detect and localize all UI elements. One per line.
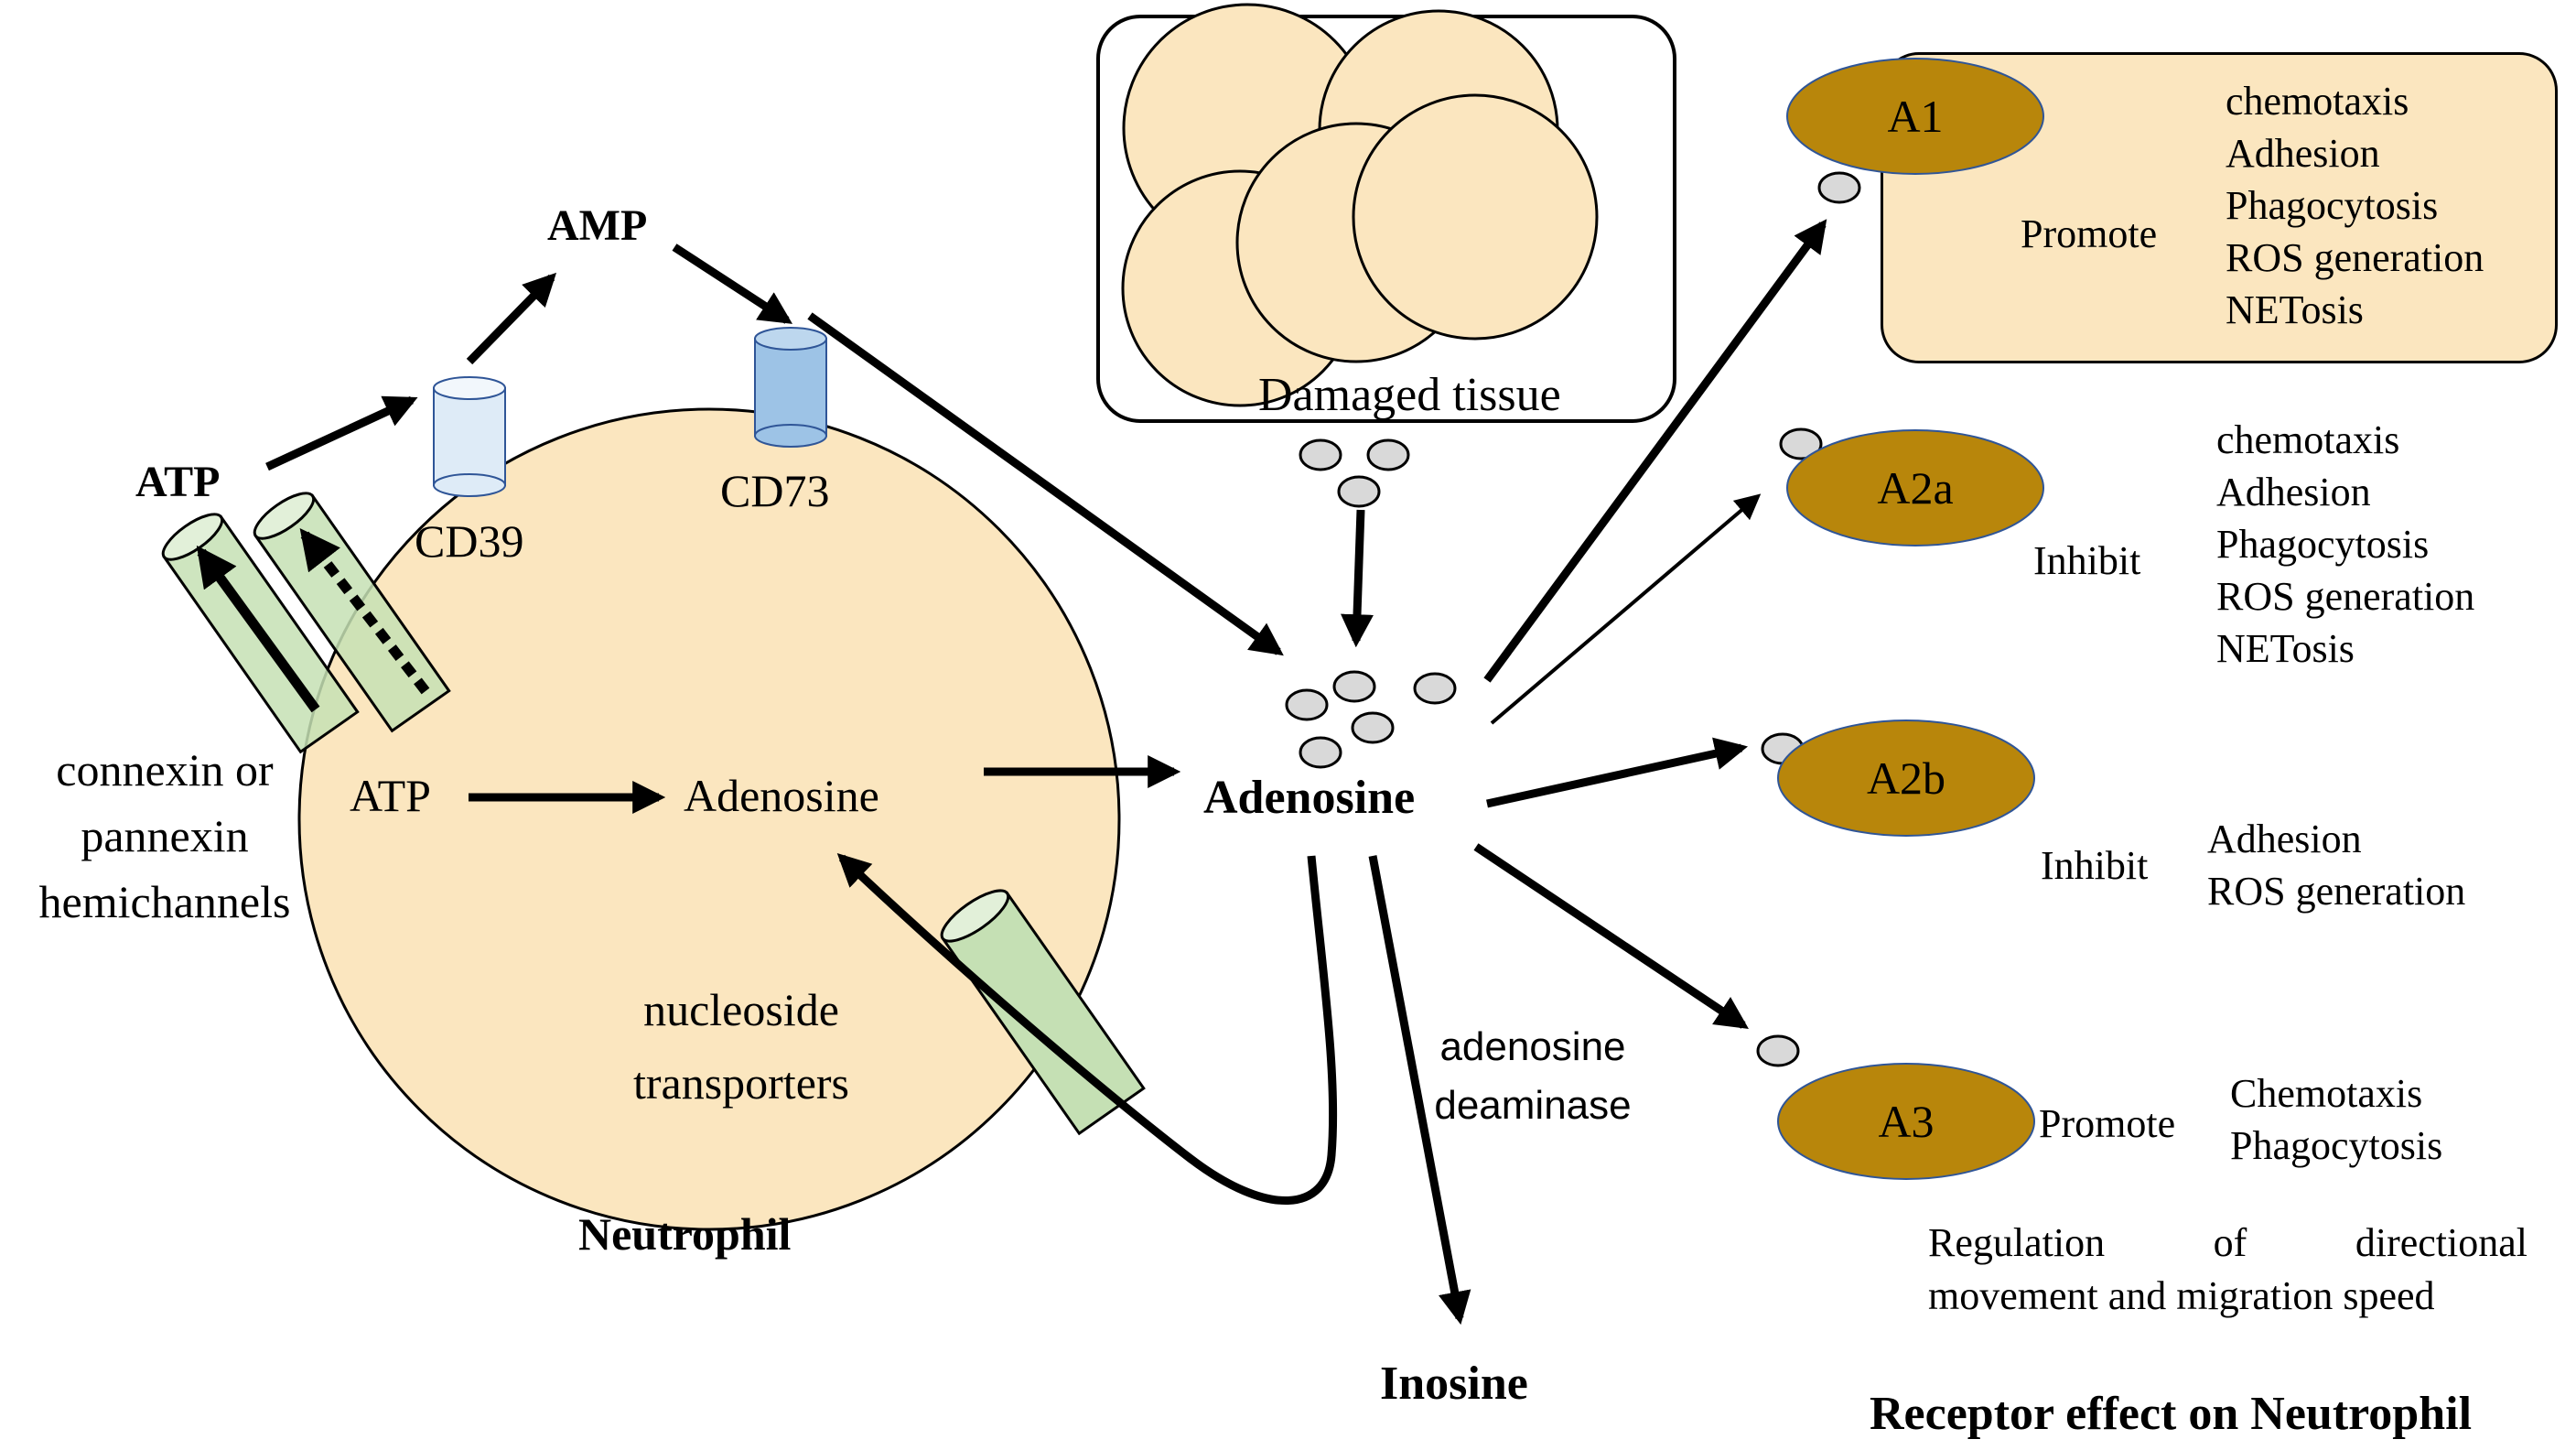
hemichannel-left-arrow	[196, 545, 320, 713]
cd39-enzyme	[433, 376, 506, 497]
arrow-adenosine-uptake	[836, 853, 1338, 1205]
arrow-tissue-to-adenosine	[1341, 509, 1374, 648]
nucleoside-transporters-label: nucleoside transporters	[586, 973, 897, 1120]
cd39-label: CD39	[415, 515, 524, 567]
receptor-a1-effects: chemotaxis Adhesion Phagocytosis ROS gen…	[2226, 76, 2484, 337]
effect-item: Adhesion	[2207, 817, 2362, 862]
effect-item: chemotaxis	[2226, 79, 2409, 124]
effect-item: ROS generation	[2226, 235, 2484, 281]
receptor-a3-effects: Chemotaxis Phagocytosis	[2230, 1068, 2442, 1173]
cd73-enzyme	[754, 327, 827, 448]
atp-outside-label: ATP	[135, 458, 221, 506]
arrow-atp-to-cd39	[265, 395, 418, 471]
amp-label: AMP	[547, 201, 648, 250]
receptor-a1-name: A1	[1887, 91, 1944, 142]
hemichannels-line: hemichannels	[38, 876, 291, 927]
effect-item: Adhesion	[2226, 131, 2380, 177]
tissue-released-molecules	[1299, 438, 1410, 508]
hemichannels-line: connexin or	[56, 744, 274, 795]
hemichannels-label: connexin or pannexin hemichannels	[9, 737, 320, 935]
receptor-a2b-name: A2b	[1866, 752, 1946, 804]
arrow-cd73-to-adenosine	[807, 312, 1284, 656]
damaged-tissue-cells	[1121, 3, 1599, 407]
note-line: movement and migration speed	[1928, 1273, 2435, 1318]
receptor-effect-title: Receptor effect on Neutrophil	[1870, 1388, 2473, 1440]
transporters-line: transporters	[632, 1057, 850, 1109]
effect-item: NETosis	[2216, 626, 2355, 672]
effect-item: Phagocytosis	[2226, 183, 2439, 229]
receptor-a3-note: Regulation of directional movement and m…	[1928, 1220, 2527, 1328]
effect-item: NETosis	[2226, 287, 2364, 333]
deaminase-line: adenosine	[1439, 1024, 1626, 1069]
neutrophil-title: Neutrophil	[578, 1208, 792, 1260]
receptor-a3-name: A3	[1878, 1096, 1935, 1147]
arrow-adenosine-to-inosine	[1368, 855, 1471, 1326]
receptor-a2a-action: Inhibit	[2033, 538, 2141, 583]
receptor-a3-action: Promote	[2039, 1101, 2176, 1146]
receptor-a2a-effects: chemotaxis Adhesion Phagocytosis ROS gen…	[2216, 415, 2474, 676]
transporters-line: nucleoside	[643, 984, 839, 1035]
adenosine-molecules	[1285, 670, 1457, 769]
damaged-tissue-label: Damaged tissue	[1258, 369, 1561, 421]
neutrophil-cell	[297, 407, 1121, 1231]
arrow-to-a2b	[1486, 737, 1749, 808]
receptor-a2b-effects: Adhesion ROS generation	[2207, 814, 2465, 918]
nucleoside-transporter	[940, 889, 1146, 1136]
arrow-cd39-to-amp	[466, 272, 557, 365]
effect-item: Chemotaxis	[2230, 1071, 2423, 1117]
receptor-a2a-name: A2a	[1877, 462, 1954, 514]
effect-item: ROS generation	[2216, 574, 2475, 620]
deaminase-line: deaminase	[1434, 1083, 1632, 1128]
adenosine-deaminase-label: adenosine deaminase	[1428, 1018, 1638, 1135]
receptor-a1-action: Promote	[2021, 211, 2158, 256]
hemichannel-right-dashed-arrow	[299, 528, 430, 695]
receptor-bound-molecules	[1756, 171, 1861, 1067]
effect-item: ROS generation	[2207, 869, 2466, 914]
arrow-to-a2a	[1490, 493, 1762, 725]
effect-item: Phagocytosis	[2216, 522, 2430, 568]
cd73-label: CD73	[720, 465, 830, 516]
adenosine-center-label: Adenosine	[1203, 772, 1416, 824]
arrow-amp-to-cd73	[672, 243, 793, 324]
adenosine-inside-label: Adenosine	[684, 770, 879, 821]
arrow-to-a3	[1473, 843, 1749, 1029]
receptor-a2b-action: Inhibit	[2041, 843, 2149, 888]
effect-item: Adhesion	[2216, 470, 2371, 515]
note-line: Regulation of directional	[1928, 1220, 2527, 1265]
inosine-label: Inosine	[1380, 1358, 1528, 1410]
arrow-to-a1	[1483, 219, 1827, 683]
hemichannels-line: pannexin	[81, 810, 249, 861]
effect-item: chemotaxis	[2216, 417, 2400, 463]
receptor-a1-panel	[1881, 52, 2558, 363]
atp-inside-label: ATP	[350, 770, 431, 821]
effect-item: Phagocytosis	[2230, 1123, 2443, 1169]
